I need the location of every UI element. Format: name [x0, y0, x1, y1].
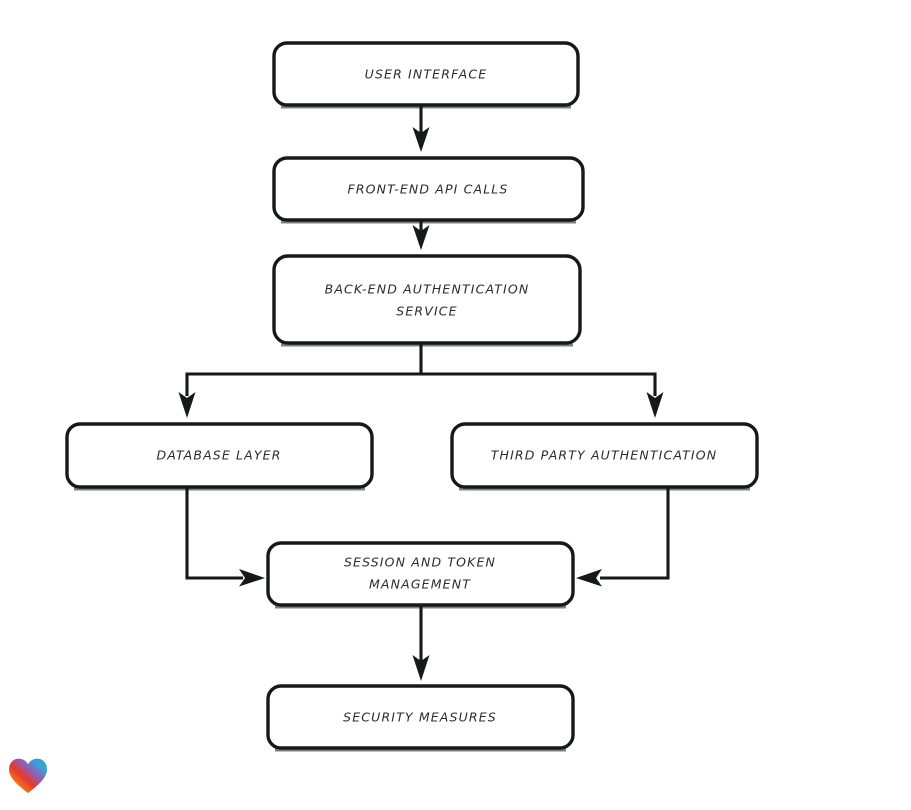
node-front-end-api-calls[interactable]: FRONT-END API CALLS	[272, 156, 585, 224]
heart-icon	[9, 758, 47, 793]
node-third-party-authentication[interactable]: THIRD PARTY AUTHENTICATION	[450, 422, 759, 491]
edge-backend-to-thirdparty	[421, 372, 664, 418]
node-label-security-measures: SECURITY MEASURES	[343, 710, 497, 725]
node-session-and-token-management[interactable]: SESSION AND TOKEN MANAGEMENT	[266, 541, 575, 609]
node-label-database-layer: DATABASE LAYER	[156, 448, 281, 463]
edge-api-to-backend	[412, 220, 430, 250]
node-label-user-interface: USER INTERFACE	[365, 67, 488, 82]
edge-thirdparty-to-session	[576, 487, 670, 587]
edge-session-to-security	[412, 605, 430, 681]
node-security-measures[interactable]: SECURITY MEASURES	[266, 684, 575, 752]
edge-database-to-session	[185, 487, 265, 587]
edge-ui-to-api	[412, 105, 430, 152]
node-back-end-authentication-service[interactable]: BACK-END AUTHENTICATION SERVICE	[272, 254, 582, 347]
node-label-session-and-token-management-line1: SESSION AND TOKEN	[344, 555, 496, 570]
node-database-layer[interactable]: DATABASE LAYER	[65, 422, 374, 491]
node-user-interface[interactable]: USER INTERFACE	[272, 41, 580, 109]
node-label-back-end-authentication-service-line1: BACK-END AUTHENTICATION	[325, 282, 530, 297]
node-label-session-and-token-management-line2: MANAGEMENT	[369, 577, 471, 592]
edge-backend-to-database	[178, 343, 423, 418]
node-label-third-party-authentication: THIRD PARTY AUTHENTICATION	[491, 448, 718, 463]
node-label-back-end-authentication-service-line2: SERVICE	[396, 304, 457, 319]
node-label-front-end-api-calls: FRONT-END API CALLS	[347, 182, 508, 197]
